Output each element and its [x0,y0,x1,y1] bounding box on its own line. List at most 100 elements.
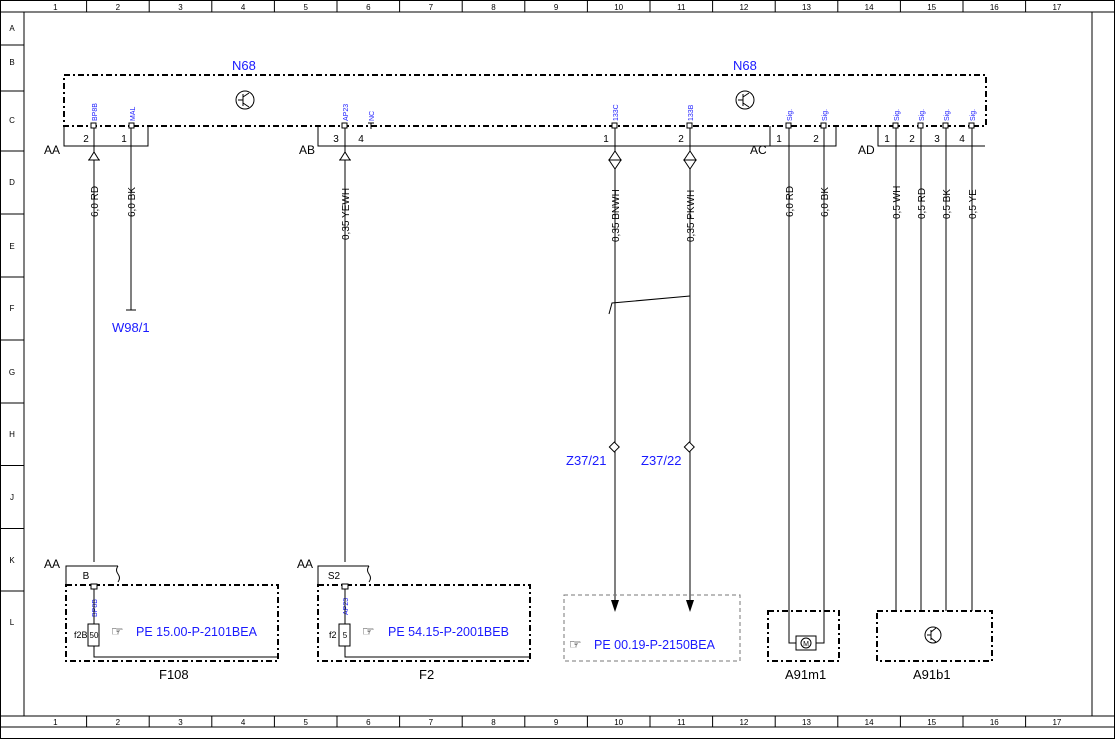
grid-row-label: B [9,58,14,67]
pointing-hand-icon: ☞ [362,623,375,639]
grid-row-label: A [9,24,15,33]
grid-column-label: 4 [241,3,246,12]
pin-signal-label: BP8B [92,103,99,121]
wire-label: 0,35 PKWH [686,190,697,242]
grid-ticks [0,0,1027,727]
wire-label: 0,35 BNWH [611,189,622,242]
grid-row-label: J [10,493,14,502]
pin-number: 1 [776,134,782,145]
twisted-pair-marker [608,295,691,315]
pin-number: 2 [909,134,915,145]
connector-label: AA [44,557,60,571]
grid-column-label: 12 [739,718,748,727]
pin-number: 2 [83,134,89,145]
grid-row-label: G [9,368,15,377]
grid-column-label: 11 [677,3,686,12]
component-f108: AA B BP8B 50 f2B ☞ PE 15.00-P-2101BEA F1… [44,557,279,682]
grid-column-label: 14 [865,718,874,727]
grid-column-label: 16 [990,3,999,12]
grid-column-label: 5 [303,3,308,12]
connector-133: 1 2 133C 133B 0,35 BNWH 0,35 PKWH Z37/21… [566,104,697,612]
component-a91b1: A91b1 [876,610,993,682]
transistor-symbol-icon [924,626,942,644]
grid-column-label: 7 [429,718,434,727]
wire-label: 0,5 RD [917,188,928,219]
pin-number: 1 [884,134,890,145]
pin-signal-label: AP23 [343,104,350,121]
motor-symbol-icon: M [795,635,817,651]
grid-column-label: 13 [802,718,811,727]
grid-column-label: 15 [927,3,936,12]
grid-row-label: H [9,430,15,439]
wire-label: 0,5 WH [892,186,903,219]
wire-arrow [611,600,619,612]
grid-column-label: 12 [739,3,748,12]
connector-aa: AA 2 1 BP8B MAL 6,0 RD 6,0 BK W98/1 [44,103,150,562]
grid-row-label: F [10,304,15,313]
grid-column-label: 7 [429,3,434,12]
wire-label: 6,0 RD [90,186,101,217]
component-label: F2 [419,667,434,682]
grid-row-label: C [9,116,15,125]
grid-column-label: 2 [116,718,121,727]
wire-label: 6,0 BK [127,187,138,217]
pointing-hand-icon: ☞ [569,636,582,652]
splice-z37-21: Z37/21 [566,441,620,468]
grid-column-label: 4 [241,718,246,727]
pin-signal-label: 133C [613,104,620,121]
pin-number: 4 [358,134,364,145]
pointing-hand-icon: ☞ [111,623,124,639]
pin-number: 1 [603,134,609,145]
component-label: A91m1 [785,667,826,682]
wire-label: 0,5 BK [942,189,953,219]
splice-z37-22: Z37/22 [641,441,695,468]
fuse-id: f2B [74,630,88,640]
grid-column-label: 10 [614,3,623,12]
splice-label: Z37/21 [566,453,606,468]
pin-number: S2 [328,571,341,582]
pin-signal-label: BP8B [92,599,99,617]
fuse-value: 50 [90,631,99,640]
wire-arrow [686,600,694,612]
grid-column-label: 15 [927,718,936,727]
grid-column-label: 2 [116,3,121,12]
grid-row-label: K [9,556,15,565]
grid-column-label: 16 [990,718,999,727]
pin-signal-label: 133B [688,104,695,121]
connector-ad-label: AD [858,143,875,157]
pin-signal-label: Sig. [894,109,901,121]
connector-ad: AD 1 2 3 4 Sig. Sig. Sig. Sig. 0,5 WH 0,… [858,109,985,611]
pin-signal-label: Sig. [787,109,794,121]
pin-signal-label: NC [369,111,376,121]
grid-column-label: 3 [178,718,183,727]
reference-link[interactable]: PE 15.00-P-2101BEA [136,625,258,639]
splice-label: Z37/22 [641,453,681,468]
grid-column-label: 6 [366,718,371,727]
fuse-value: 5 [343,631,348,640]
module-n68: N68 N68 [63,58,987,127]
connector-aa-label: AA [44,143,60,157]
pin-signal-label: Sig. [822,109,829,121]
ground-label: W98/1 [112,320,150,335]
motor-symbol-text: M [803,641,809,648]
grid-column-label: 8 [491,718,496,727]
module-n68-label-right: N68 [733,58,757,73]
grid-column-label: 9 [554,718,559,727]
pin-signal-label: Sig. [970,109,977,121]
grid-column-label: 17 [1052,718,1061,727]
wire-label: 6,0 BK [820,187,831,217]
reference-link[interactable]: PE 00.19-P-2150BEA [594,638,716,652]
component-pe-box: ☞ PE 00.19-P-2150BEA [563,594,741,662]
pin-signal-label: AP23 [343,598,350,615]
pin-number: 2 [813,134,819,145]
reference-link[interactable]: PE 54.15-P-2001BEB [388,625,509,639]
pin-number: 3 [934,134,940,145]
pin-signal-label: Sig. [944,109,951,121]
component-label: A91b1 [913,667,951,682]
pin-number: B [83,571,90,582]
